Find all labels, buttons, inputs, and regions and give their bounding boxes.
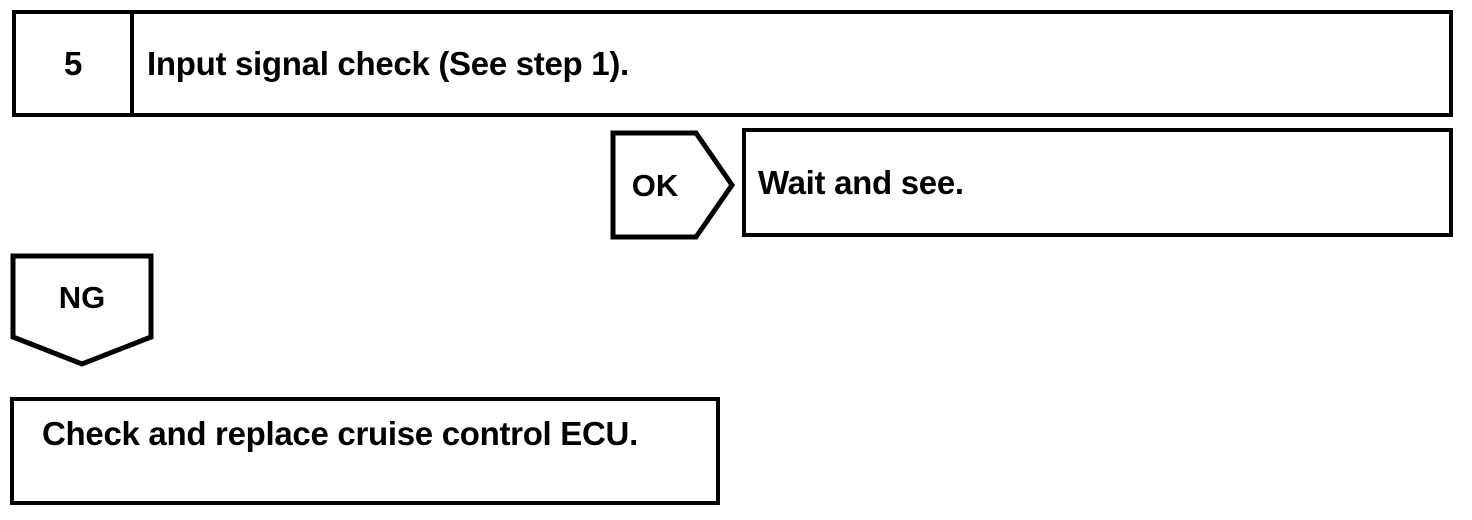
- ok-label: OK: [632, 168, 679, 203]
- ng-connector-shape: NG: [10, 253, 154, 367]
- step-instruction-cell: Input signal check (See step 1).: [134, 14, 1449, 113]
- ok-connector-shape: OK: [610, 130, 736, 240]
- step-number: 5: [63, 44, 83, 82]
- step-box: 5 Input signal check (See step 1).: [12, 10, 1453, 117]
- step-number-cell: 5: [16, 14, 134, 113]
- ok-result-text: Wait and see.: [758, 163, 964, 201]
- ng-label: NG: [59, 280, 106, 315]
- ok-pentagon-icon: [610, 130, 736, 240]
- ng-result-box: Check and replace cruise control ECU.: [10, 397, 720, 505]
- step-instruction: Input signal check (See step 1).: [147, 44, 629, 82]
- ng-result-text: Check and replace cruise control ECU.: [42, 415, 638, 452]
- ok-result-box: Wait and see.: [742, 128, 1453, 237]
- ng-pentagon-icon: [10, 253, 154, 367]
